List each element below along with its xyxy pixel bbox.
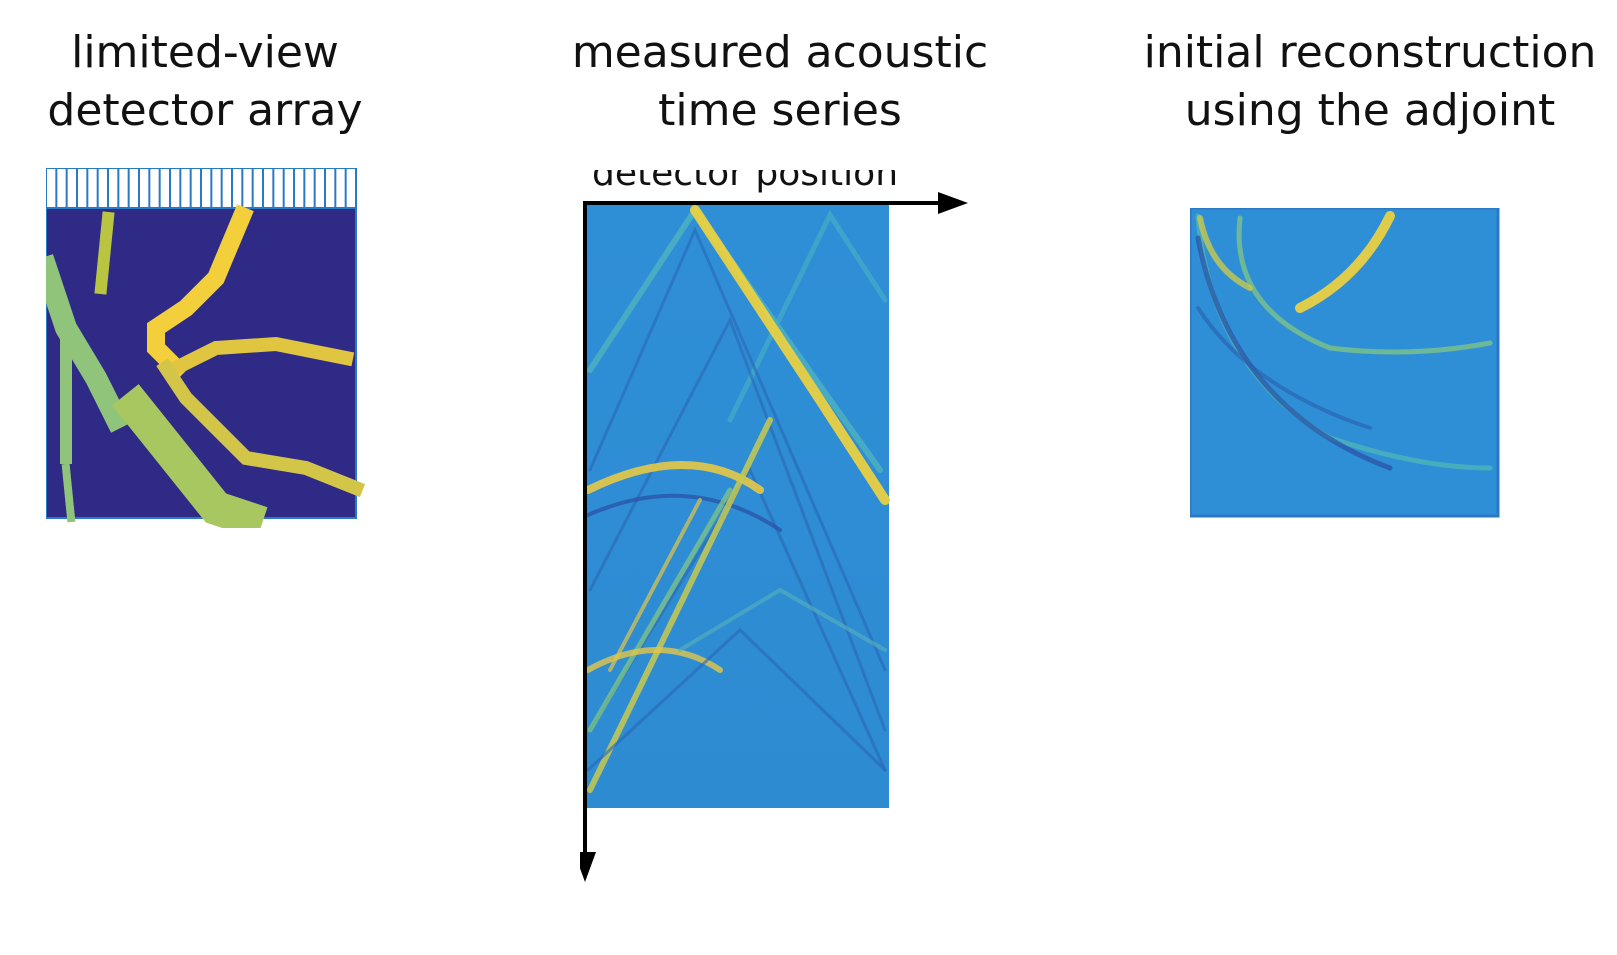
measured-series-panel: detector position time	[580, 170, 1000, 900]
detector-array-title-line2: detector array	[47, 85, 363, 136]
reconstruction-panel	[1190, 208, 1510, 528]
x-axis-arrowhead	[938, 192, 968, 214]
detector-elements	[46, 168, 357, 209]
sinogram-axes	[580, 192, 968, 882]
detector-array-figure	[46, 168, 366, 528]
detector-array-title-line1: limited-view	[71, 27, 339, 78]
detector-array-panel	[46, 168, 366, 528]
measured-series-title: measured acoustic time series	[570, 24, 990, 140]
reconstruction-title-line1: initial reconstruction	[1143, 27, 1597, 78]
measured-series-title-line2: time series	[658, 85, 902, 136]
measured-series-labels: detector position time	[580, 170, 898, 803]
reconstruction-title-line2: using the adjoint	[1184, 85, 1556, 136]
measured-series-title-line1: measured acoustic	[571, 27, 989, 78]
x-axis-label: detector position	[592, 170, 898, 194]
detector-array-title: limited-view detector array	[30, 24, 380, 140]
sinogram-image	[584, 202, 890, 808]
reconstruction-figure	[1190, 208, 1500, 518]
vessel-phantom-image	[46, 204, 366, 528]
reconstruction-title: initial reconstruction using the adjoint	[1140, 24, 1600, 140]
measured-series-figure	[580, 192, 968, 882]
y-axis-label: time	[580, 721, 582, 802]
y-axis-arrowhead	[580, 852, 596, 882]
reconstruction-image	[1190, 208, 1500, 518]
